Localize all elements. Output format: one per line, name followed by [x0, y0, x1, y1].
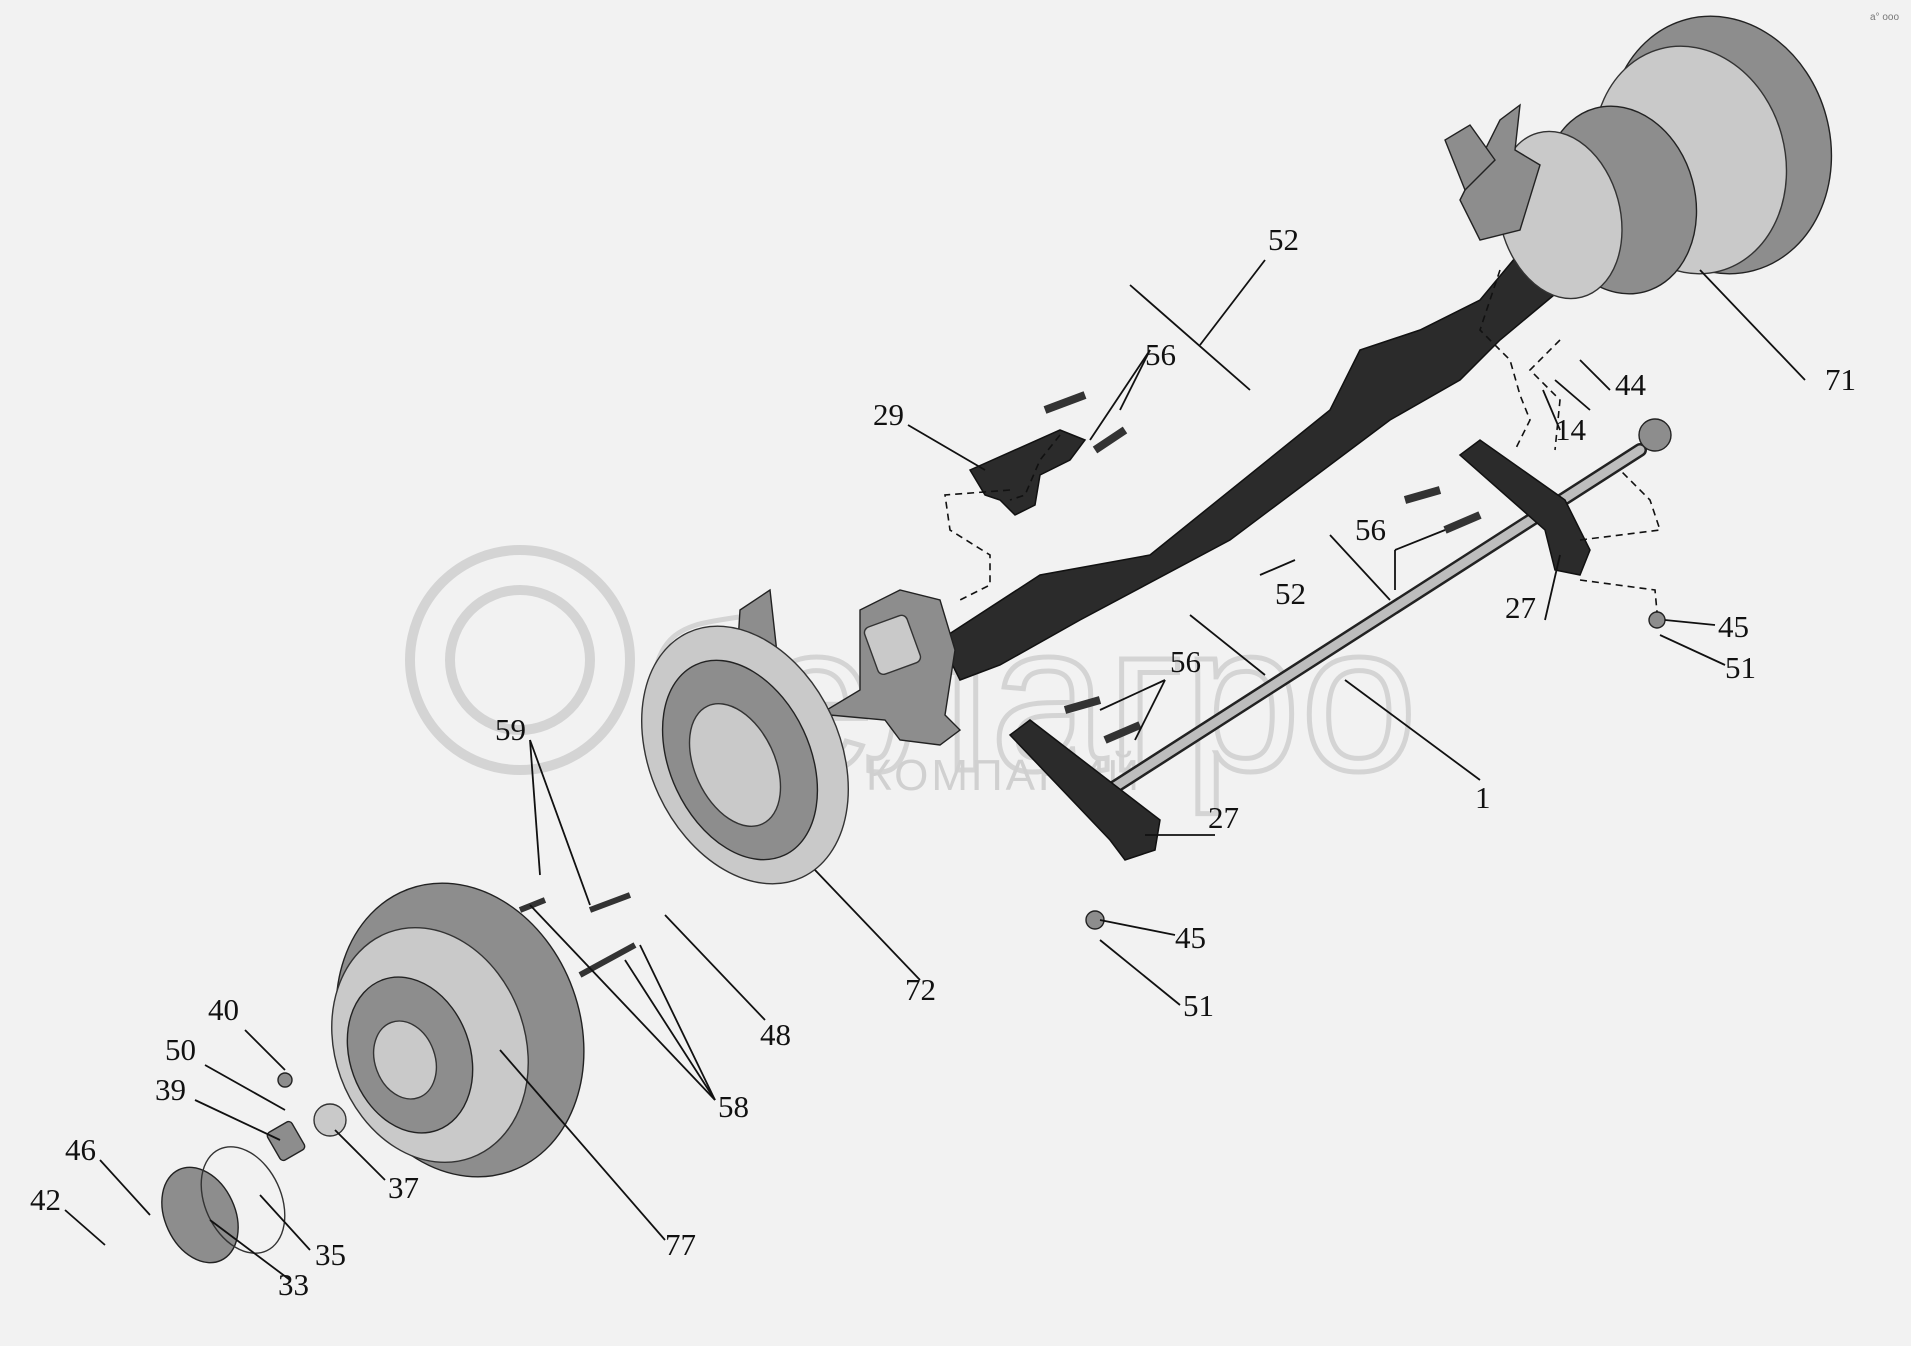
callout-46: 46: [65, 1132, 96, 1167]
callout-50: 50: [165, 1032, 196, 1067]
knuckle-boss: [863, 614, 922, 676]
callout-35: 35: [315, 1237, 346, 1272]
left-brake-assembly: [641, 588, 849, 885]
callout-52-middle: 52: [1275, 576, 1306, 611]
callout-52-top: 52: [1268, 222, 1299, 257]
callout-44: 44: [1615, 367, 1647, 402]
callout-45-left: 45: [1175, 920, 1206, 955]
right-wheel-assembly: [1444, 15, 1833, 300]
callout-59: 59: [495, 712, 526, 747]
callout-14: 14: [1555, 412, 1587, 447]
callout-39: 39: [155, 1072, 186, 1107]
callout-48: 48: [760, 1017, 791, 1052]
callout-58: 58: [718, 1089, 749, 1124]
callout-42: 42: [30, 1182, 61, 1217]
callout-27-left: 27: [1208, 800, 1239, 835]
callout-71: 71: [1825, 362, 1856, 397]
bolts-56: [1043, 391, 1482, 744]
callout-51-left: 51: [1183, 988, 1214, 1023]
corner-mark: а° ооо: [1870, 12, 1899, 23]
right-steering-arm: [1458, 439, 1591, 576]
callout-77: 77: [665, 1227, 696, 1262]
left-hub-drum: [331, 882, 585, 1178]
callout-27-right: 27: [1505, 590, 1536, 625]
callout-45-right: 45: [1718, 609, 1749, 644]
callout-56-middle: 56: [1170, 644, 1201, 679]
steering-lever: [968, 429, 1087, 516]
callout-40: 40: [208, 992, 239, 1027]
callout-56-right: 56: [1355, 512, 1386, 547]
callout-56-top: 56: [1145, 337, 1176, 372]
callout-37: 37: [388, 1170, 419, 1205]
callout-29: 29: [873, 397, 904, 432]
callout-labels: 52 56 29 44 14 71 56 52 27 45 51 56 1 27…: [30, 222, 1856, 1302]
callout-33: 33: [278, 1267, 309, 1302]
callout-72: 72: [905, 972, 936, 1007]
leader-lines: [64, 259, 1806, 1281]
left-steering-arm: [1008, 719, 1161, 861]
callout-51-right: 51: [1725, 650, 1756, 685]
callout-1: 1: [1475, 780, 1491, 815]
